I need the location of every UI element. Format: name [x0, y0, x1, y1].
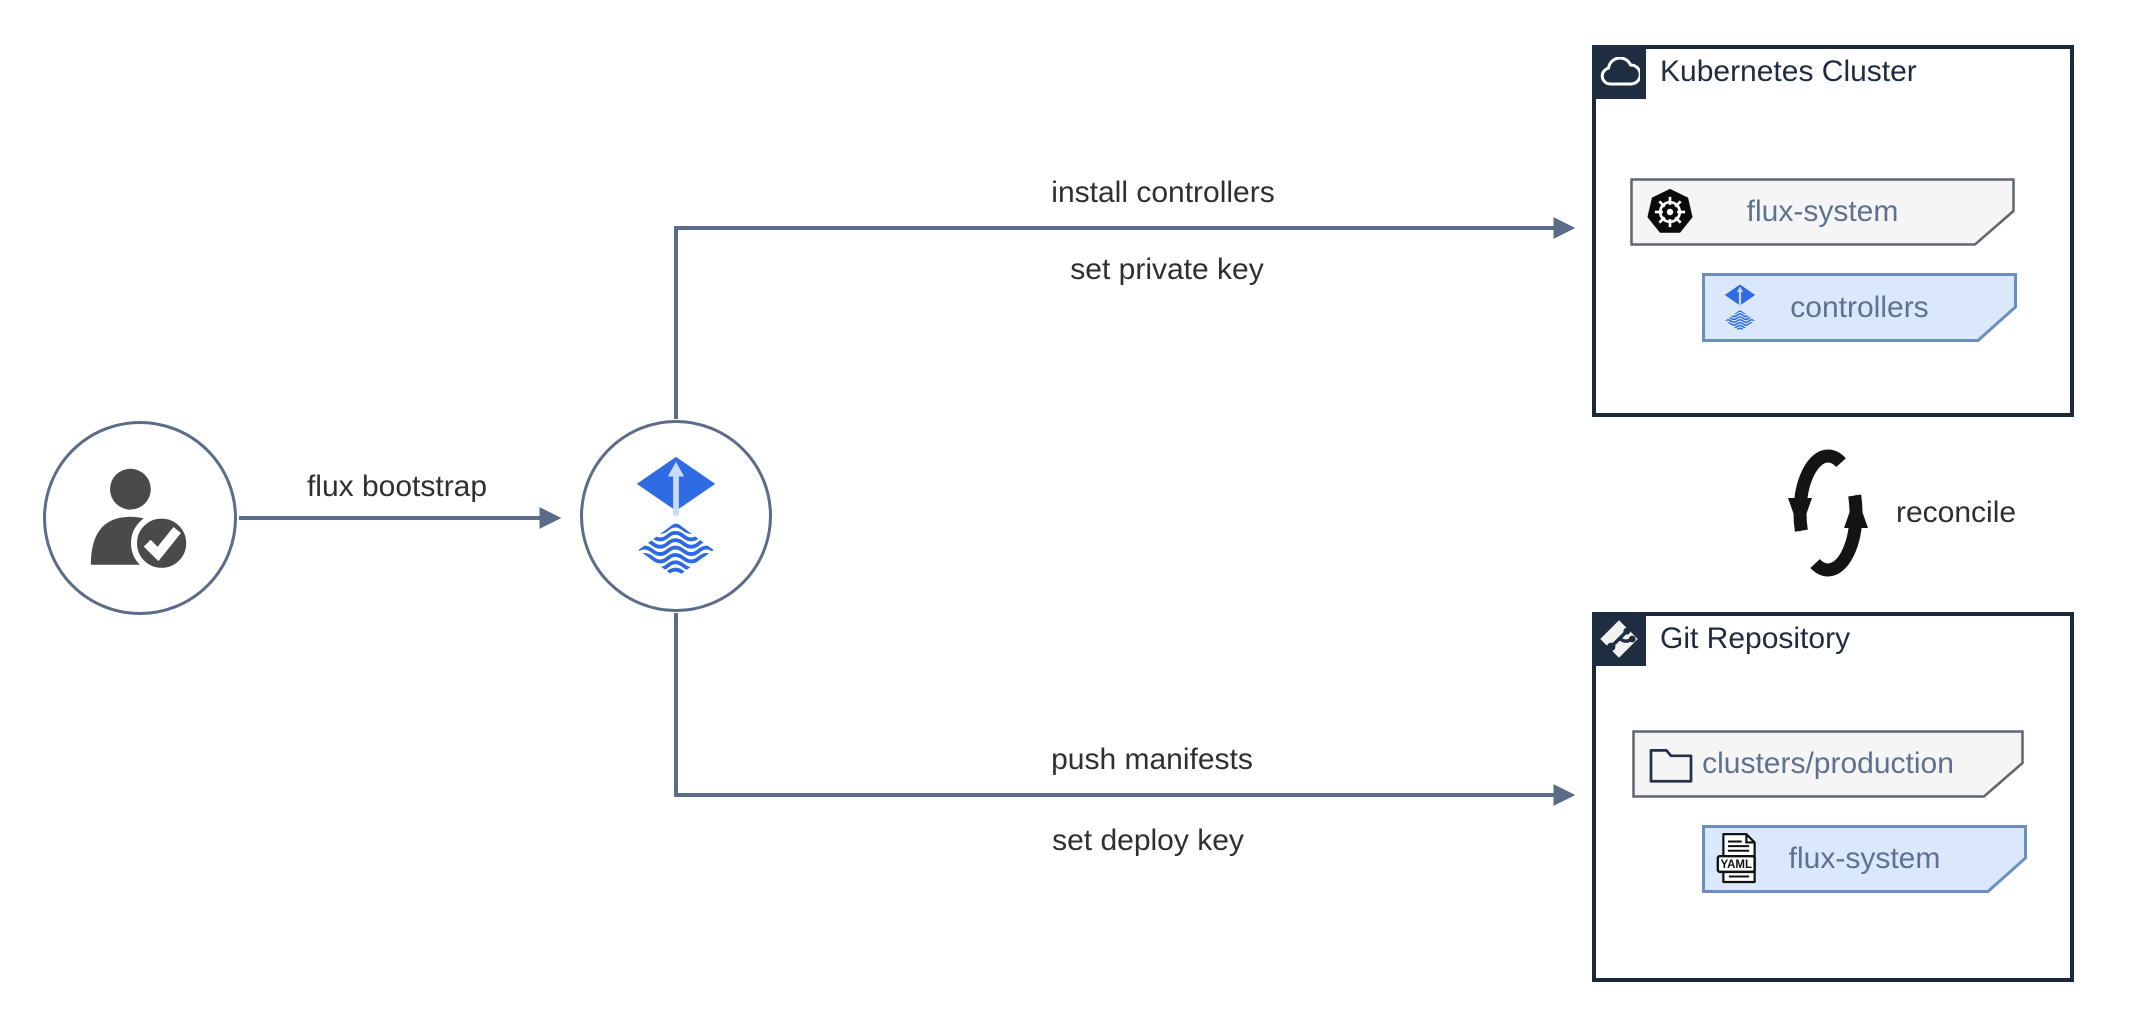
- yaml-badge-text: YAML: [1720, 859, 1752, 871]
- git-repository-title: Git Repository: [1660, 622, 1851, 655]
- node-label: controllers: [1790, 290, 1929, 324]
- edge-label-flux-bootstrap: flux bootstrap: [300, 470, 494, 504]
- node-controllers: controllers: [1702, 273, 2017, 342]
- edge-label-set-private-key: set private key: [1064, 253, 1270, 287]
- folder-icon: [1648, 744, 1694, 789]
- node-label: clusters/production: [1702, 747, 1954, 780]
- flux-bootstrap-node: [580, 420, 772, 612]
- node-flux-system-manifests: YAML flux-system: [1702, 825, 2027, 893]
- git-icon: [1592, 612, 1646, 666]
- flux-icon: [635, 450, 717, 584]
- edge-label-install-controllers: install controllers: [1045, 176, 1281, 210]
- edge-label-push-manifests: push manifests: [1045, 743, 1259, 777]
- edge-label-reconcile: reconcile: [1896, 496, 2017, 529]
- actor-node: [43, 421, 237, 615]
- yaml-file-icon: YAML: [1716, 832, 1762, 891]
- node-label: flux-system: [1746, 195, 1899, 228]
- cloud-icon: [1592, 45, 1646, 99]
- kubernetes-cluster-title: Kubernetes Cluster: [1660, 55, 1917, 88]
- node-flux-system-namespace: flux-system: [1630, 178, 2015, 246]
- kubernetes-icon: [1646, 188, 1694, 241]
- person-check-icon: [90, 468, 193, 574]
- node-clusters-production: clusters/production: [1632, 730, 2024, 798]
- edge-label-set-deploy-key: set deploy key: [1046, 824, 1250, 858]
- node-label: flux-system: [1788, 842, 1941, 875]
- reconcile-sync-icon: [1788, 449, 1868, 577]
